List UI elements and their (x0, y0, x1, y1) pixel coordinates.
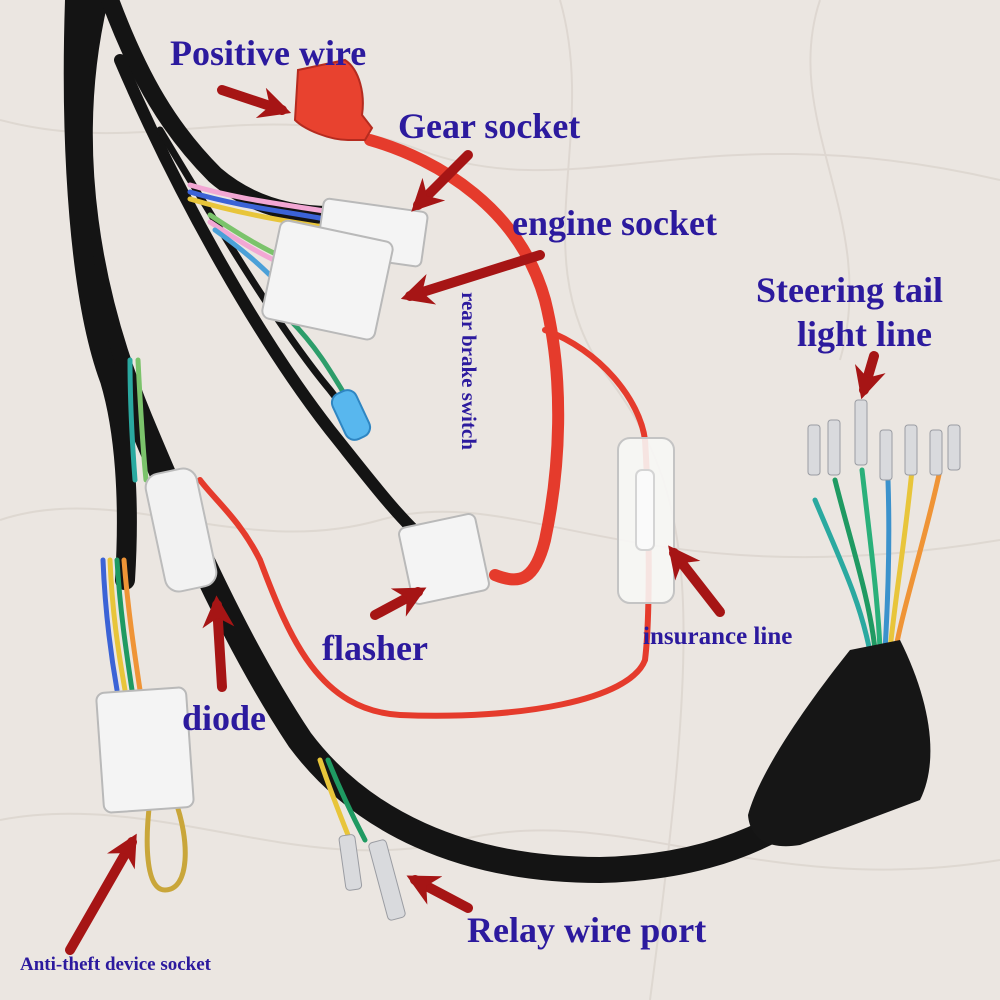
arrow-steering-tail-light (854, 351, 886, 400)
positive-wire-red-boot (293, 58, 374, 141)
arrow-gear-socket (411, 150, 473, 212)
tail-light-wires (812, 467, 943, 655)
anti-theft-socket-connector (95, 686, 195, 814)
red-wire (364, 134, 565, 586)
engine-socket-connector (261, 219, 394, 341)
arrow-relay-wire-port (406, 875, 473, 913)
relay-wires (317, 757, 368, 843)
label-flasher: flasher (322, 628, 428, 668)
annotation-arrows (65, 85, 886, 955)
arrow-positive-wire (217, 85, 292, 119)
label-diode: diode (182, 698, 267, 738)
label-engine-socket: engine socket (512, 203, 717, 243)
label-anti-theft-device-socket: Anti-theft device socket (20, 954, 212, 975)
brake-switch-wires (288, 318, 348, 397)
left-bundle-wires (100, 357, 149, 693)
red-wire-fuse-loop (197, 327, 652, 719)
label-relay-wire-port: Relay wire port (467, 910, 707, 950)
black-harness-branch-flasher (114, 54, 436, 551)
arrow-flasher (370, 587, 427, 620)
label-positive-wire: Positive wire (170, 33, 367, 73)
arrow-diode (202, 595, 235, 692)
rubber-boot (748, 640, 931, 847)
anti-theft-loop (144, 799, 188, 893)
label-rear-brake-switch: rear brake switch (457, 292, 481, 450)
tail-light-terminals (807, 399, 961, 481)
relay-terminals (338, 834, 406, 921)
arrow-insurance-line (668, 545, 725, 617)
fuse-element (635, 469, 655, 551)
flasher-connector (398, 513, 490, 605)
label-insurance-line: insurance line (643, 623, 793, 650)
label-steering-tail-light-line-2: light line (797, 314, 933, 354)
brake-switch-terminal (330, 389, 372, 441)
diode-connector (144, 467, 218, 593)
arrow-engine-socket (400, 250, 545, 305)
label-steering-tail-light-line-1: Steering tail (756, 270, 943, 310)
black-harness-branch-left (63, 0, 137, 590)
label-gear-socket: Gear socket (398, 106, 581, 146)
arrow-anti-theft-socket (65, 833, 137, 955)
